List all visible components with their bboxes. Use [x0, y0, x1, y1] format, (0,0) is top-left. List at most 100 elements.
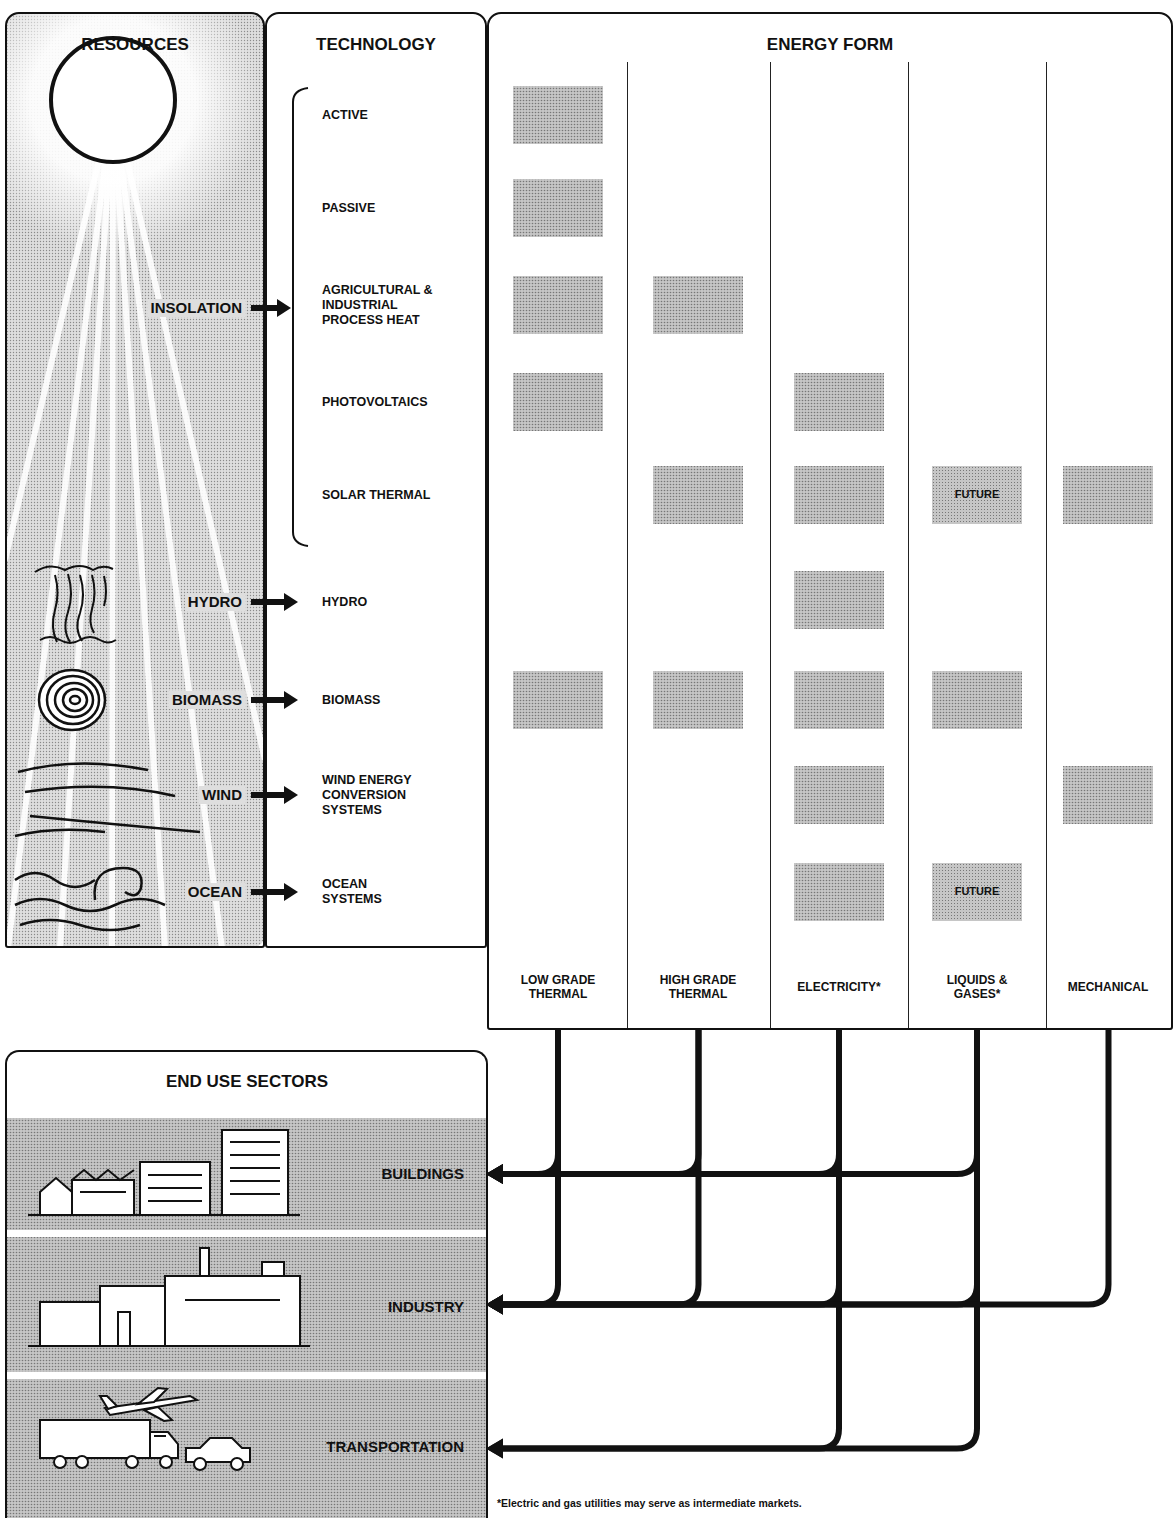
factory-icon [118, 1312, 130, 1346]
energy-square [513, 276, 603, 334]
bracket [293, 88, 308, 546]
tree-rings [47, 676, 99, 724]
column-label: LOW GRADE THERMAL [503, 973, 613, 1002]
transport-icon [54, 1456, 66, 1468]
arrow-head [486, 1164, 503, 1184]
waterfall [104, 576, 106, 606]
waterfall [35, 566, 116, 643]
ocean-waves [15, 868, 165, 930]
factory-icon [28, 1248, 310, 1346]
connector-line [500, 1028, 839, 1305]
waterfall [35, 566, 113, 572]
factory-icon [40, 1302, 100, 1346]
footnote: *Electric and gas utilities may serve as… [497, 1497, 802, 1510]
future-label: FUTURE [955, 488, 1000, 501]
energy-square [794, 671, 884, 729]
buildings-icon [230, 1193, 280, 1195]
arrow-head [486, 1439, 503, 1459]
tree-rings [55, 683, 93, 717]
energy-square [513, 671, 603, 729]
factory-icon [200, 1248, 209, 1276]
energy-square [1063, 466, 1153, 524]
connector-line [500, 1028, 977, 1305]
buildings-icon [148, 1187, 202, 1189]
arrow-head [486, 1295, 503, 1315]
resource-arrows [251, 889, 286, 895]
connector [486, 1028, 1109, 1315]
transport-icon [150, 1432, 178, 1458]
sector-label: TRANSPORTATION [326, 1438, 464, 1456]
ocean-waves [20, 920, 140, 930]
transport-icon [138, 1388, 167, 1404]
technology-label: SOLAR THERMAL [322, 488, 430, 503]
arrow-head [486, 1164, 503, 1184]
panel-heading: END USE SECTORS [166, 1072, 328, 1092]
buildings-icon [230, 1167, 280, 1169]
technology-label: ACTIVE [322, 108, 368, 123]
future-box: FUTURE [932, 466, 1022, 524]
resource-arrows [284, 883, 298, 901]
future-label: FUTURE [955, 885, 1000, 898]
column-label: LIQUIDS & GASES* [927, 973, 1027, 1002]
resource-arrows [251, 697, 286, 703]
sun [51, 38, 175, 162]
resource-arrows [251, 299, 298, 901]
technology-label: BIOMASS [322, 693, 380, 708]
wind-lines [18, 763, 148, 772]
energy-form-panel: ENERGY FORMLOW GRADE THERMALHIGH GRADE T… [487, 12, 1173, 1030]
resource-arrows [284, 691, 298, 709]
buildings-icon [28, 1130, 300, 1215]
energy-square [513, 373, 603, 431]
connector-line [500, 1028, 558, 1174]
energy-square [1063, 766, 1153, 824]
transport-icon [194, 1458, 206, 1470]
bracket [293, 88, 308, 546]
buildings-icon [140, 1162, 210, 1215]
buildings-icon [80, 1191, 126, 1193]
waterfall [53, 575, 58, 642]
column-label: HIGH GRADE THERMAL [643, 973, 753, 1002]
sector-band: BUILDINGS [7, 1118, 486, 1230]
connector-line [500, 1028, 977, 1174]
connector [486, 1028, 699, 1184]
energy-column: HIGH GRADE THERMAL [627, 62, 770, 1028]
buildings-icon [148, 1200, 202, 1202]
connector [486, 1028, 977, 1459]
panel-heading: TECHNOLOGY [316, 35, 436, 55]
transport-icon [100, 1396, 117, 1409]
arrow-head [486, 1295, 503, 1315]
tree-rings [70, 696, 80, 704]
tree-rings [39, 670, 105, 730]
energy-square [513, 179, 603, 237]
connector-line [500, 1028, 839, 1449]
factory-icon [185, 1299, 280, 1301]
transport-icon [231, 1458, 243, 1470]
resource-label: OCEAN [185, 883, 245, 901]
technology-panel: TECHNOLOGYACTIVEPASSIVEAGRICULTURAL & IN… [265, 12, 487, 948]
ocean-waves [95, 868, 142, 900]
energy-square [932, 671, 1022, 729]
resource-label: BIOMASS [169, 691, 245, 709]
ocean-waves [15, 873, 95, 887]
future-box: FUTURE [932, 863, 1022, 921]
transport-icon [160, 1456, 172, 1468]
end-use-panel: END USE SECTORS BUILDINGS INDUSTRY TRANSPOR… [5, 1050, 488, 1518]
sector-label: INDUSTRY [388, 1298, 464, 1316]
energy-column: ELECTRICITY* [770, 62, 908, 1028]
technology-label: OCEAN SYSTEMS [322, 877, 422, 907]
resource-label: INSOLATION [148, 299, 245, 317]
waterfall [90, 575, 94, 633]
energy-square [794, 766, 884, 824]
energy-square [653, 671, 743, 729]
buildings-icon [230, 1141, 280, 1143]
transport-icon [40, 1388, 250, 1470]
resource-ground [5, 12, 265, 948]
sector-band: TRANSPORTATION [7, 1379, 486, 1518]
buildings-icon [148, 1174, 202, 1176]
connector [486, 1028, 977, 1315]
buildings-icon [222, 1130, 288, 1215]
sector-ground [7, 1118, 486, 1518]
resource-ground [5, 12, 263, 250]
